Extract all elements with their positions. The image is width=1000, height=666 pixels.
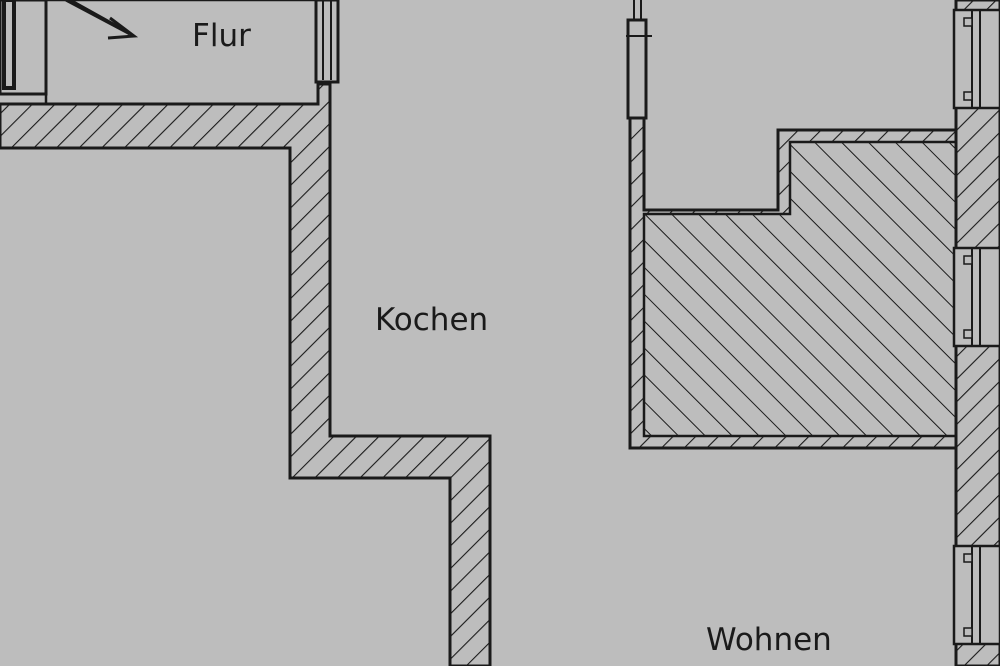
room-label-hall: Flur bbox=[192, 18, 251, 54]
wall-left-stepped bbox=[0, 82, 492, 666]
room-label-living: Wohnen bbox=[706, 622, 832, 658]
room-label-kitchen: Kochen bbox=[375, 302, 488, 338]
right-door-jamb bbox=[626, 18, 648, 120]
left-door-leaf bbox=[2, 0, 16, 90]
window-middle bbox=[952, 246, 1000, 348]
middle-door-frame bbox=[314, 0, 340, 84]
arrow-icon bbox=[65, 0, 139, 40]
window-bottom bbox=[952, 544, 1000, 646]
window-top bbox=[952, 8, 1000, 110]
hall-room bbox=[44, 0, 320, 106]
